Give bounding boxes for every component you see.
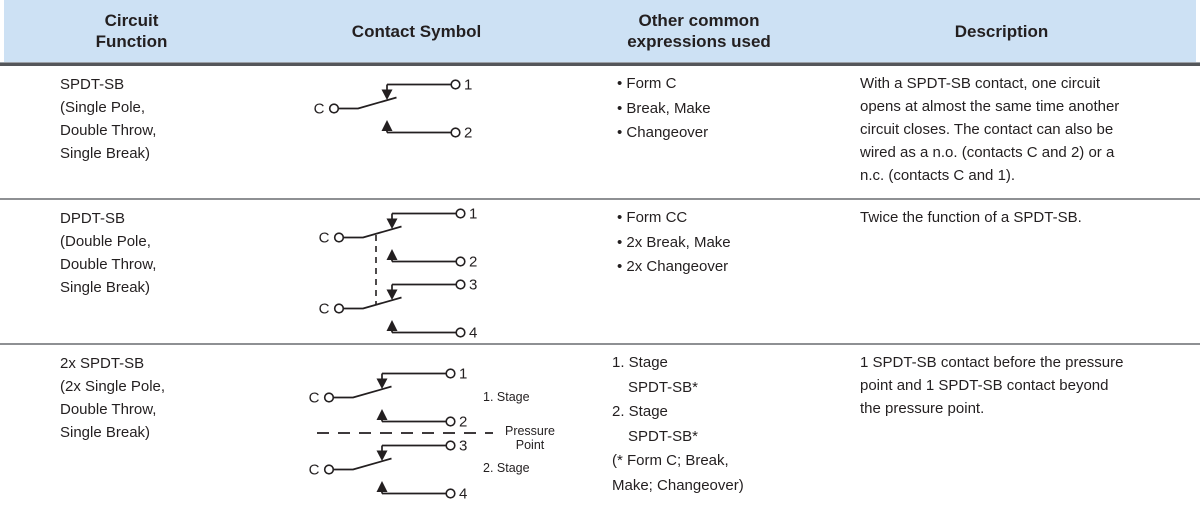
pole-terminal-circle xyxy=(323,464,335,475)
contact-symbol-cell: C 1 2 1. Stage Pressure Point C xyxy=(255,345,590,512)
2x-spdt-sb-symbol-diagram: C 1 2 1. Stage Pressure Point C xyxy=(309,366,555,503)
terminal-label-1: 1 xyxy=(469,206,477,223)
dpdt-sb-symbol-diagram: C 1 2 C 3 4 xyxy=(319,206,478,342)
table-row-spdt-sb: SPDT-SB (Single Pole, Double Throw, Sing… xyxy=(0,66,1200,198)
terminal-label-3: 3 xyxy=(469,277,477,294)
expression-item: Form C xyxy=(617,72,845,97)
terminal-circle-2 xyxy=(445,416,456,427)
expression-line: SPDT-SB* xyxy=(628,427,699,445)
arrow-down-icon xyxy=(376,450,388,461)
terminal-label-1: 1 xyxy=(464,77,472,94)
header-circuit-function: Circuit Function xyxy=(95,11,168,51)
terminal-label-2: 2 xyxy=(464,125,472,142)
spdt-sb-symbol-diagram: C 1 2 xyxy=(314,77,473,142)
arrow-up-icon xyxy=(376,409,388,420)
movable-blade xyxy=(343,225,402,239)
stage-2-label: 2. Stage xyxy=(483,461,530,475)
pole-label: C xyxy=(309,390,320,407)
terminal-label-3: 3 xyxy=(459,438,467,455)
terminal-circle-1 xyxy=(450,79,461,90)
spdt-unit-stage-1: C 1 2 xyxy=(309,366,468,431)
terminal-circle-1 xyxy=(455,208,466,219)
pole-label: C xyxy=(309,462,320,479)
expressions-cell: 1. Stage SPDT-SB* 2. Stage SPDT-SB* (* F… xyxy=(590,345,845,512)
terminal-circle-2 xyxy=(450,127,461,138)
circuit-function-cell: SPDT-SB (Single Pole, Double Throw, Sing… xyxy=(60,76,157,162)
arrow-up-icon xyxy=(386,320,398,331)
arrow-up-icon xyxy=(386,249,398,260)
circuit-function-cell: 2x SPDT-SB (2x Single Pole, Double Throw… xyxy=(60,355,166,441)
header-contact-symbol: Contact Symbol xyxy=(351,21,482,41)
contact-symbol-cell: C 1 2 xyxy=(255,66,590,198)
terminal-circle-2 xyxy=(455,256,466,267)
pole-terminal-circle xyxy=(333,232,345,243)
terminal-label-4: 4 xyxy=(459,486,467,503)
pressure-point-label-line1: Pressure xyxy=(505,424,555,438)
pressure-point-label-line2: Point xyxy=(516,438,545,452)
terminal-label-2: 2 xyxy=(469,254,477,271)
expression-line: (* Form C; Break, xyxy=(612,452,729,469)
spdt-unit: C 1 2 xyxy=(314,77,473,142)
spdt-unit-stage-2: C 3 4 xyxy=(309,438,468,503)
movable-blade xyxy=(343,296,402,310)
description-cell: 1 SPDT-SB contact before the pressure po… xyxy=(860,354,1124,417)
terminal-label-4: 4 xyxy=(469,325,477,342)
expression-item: Changeover xyxy=(617,121,845,146)
pole-label: C xyxy=(319,230,330,247)
arrow-down-icon xyxy=(381,89,393,100)
expression-item: Form CC xyxy=(617,206,845,231)
header-divider xyxy=(0,62,1200,66)
movable-blade xyxy=(333,385,392,399)
terminal-label-2: 2 xyxy=(459,414,467,431)
pole-terminal-circle xyxy=(328,103,340,114)
table-header-row: Circuit Function Contact Symbol Other co… xyxy=(4,0,1196,62)
arrow-down-icon xyxy=(376,378,388,389)
header-description: Description xyxy=(954,21,1049,41)
terminal-circle-3 xyxy=(445,440,456,451)
contact-symbol-cell: C 1 2 C 3 4 xyxy=(255,200,590,345)
terminal-circle-3 xyxy=(455,279,466,290)
terminal-label-1: 1 xyxy=(459,366,467,383)
pole-terminal-circle xyxy=(323,392,335,403)
spdt-unit-pole-2: C 3 4 xyxy=(319,277,478,342)
expression-item: 2x Break, Make xyxy=(617,231,845,256)
table-row-2x-spdt-sb: 2x SPDT-SB (2x Single Pole, Double Throw… xyxy=(0,343,1200,512)
pole-label: C xyxy=(319,301,330,318)
expression-line: 1. Stage xyxy=(612,354,668,371)
description-cell: Twice the function of a SPDT-SB. xyxy=(860,209,1082,226)
movable-blade xyxy=(333,457,392,471)
terminal-circle-4 xyxy=(455,327,466,338)
expression-line: 2. Stage xyxy=(612,403,668,420)
arrow-down-icon xyxy=(386,289,398,300)
table-row-dpdt-sb: DPDT-SB (Double Pole, Double Throw, Sing… xyxy=(0,198,1200,343)
stage-1-label: 1. Stage xyxy=(483,390,530,404)
pole-terminal-circle xyxy=(333,303,345,314)
header-other-expressions: Other common expressions used xyxy=(627,11,771,51)
expressions-cell: Form C Break, Make Changeover xyxy=(590,66,845,198)
pole-label: C xyxy=(314,101,325,118)
description-cell: With a SPDT-SB contact, one circuit open… xyxy=(860,75,1120,184)
spdt-unit-pole-1: C 1 2 xyxy=(319,206,478,271)
expression-item: Break, Make xyxy=(617,97,845,122)
expression-item: 2x Changeover xyxy=(617,255,845,280)
terminal-circle-4 xyxy=(445,488,456,499)
expressions-cell: Form CC 2x Break, Make 2x Changeover xyxy=(590,200,845,345)
circuit-function-cell: DPDT-SB (Double Pole, Double Throw, Sing… xyxy=(60,210,157,296)
terminal-circle-1 xyxy=(445,368,456,379)
movable-blade xyxy=(338,96,397,110)
expression-line: Make; Changeover) xyxy=(612,476,744,494)
arrow-up-icon xyxy=(376,481,388,492)
arrow-down-icon xyxy=(386,218,398,229)
expression-line: SPDT-SB* xyxy=(628,378,699,396)
arrow-up-icon xyxy=(381,120,393,131)
